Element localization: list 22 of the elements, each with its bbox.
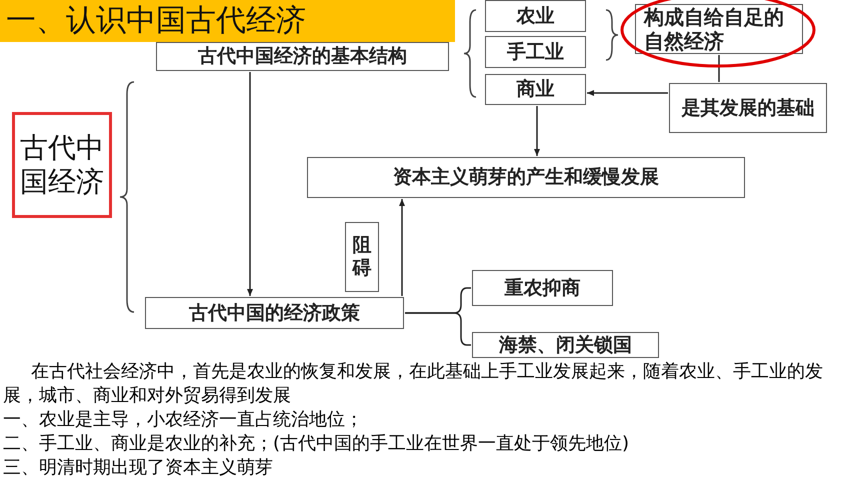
concept-box: 古代中国的经济政策 (145, 297, 404, 329)
title-banner: 一、认识中国古代经济 (0, 0, 455, 42)
concept-box: 构成自给自足的自然经济 (635, 4, 803, 54)
text-line: 在古代社会经济中，首先是农业的恢复和发展，在此基础上手工业发展起来，随着农业、手工业的发展，城市、商业和对外贸易得到发展 (3, 360, 824, 408)
concept-box: 阻碍 (345, 222, 379, 292)
arrow (534, 106, 540, 156)
arrow (587, 90, 668, 96)
concept-box: 农业 (485, 0, 586, 32)
text-line: 三、明清时期出现了资本主义萌芽 (3, 456, 273, 480)
concept-box: 古代中国经济的基本结构 (156, 42, 449, 71)
concept-box: 重农抑商 (472, 270, 613, 306)
text-line: 二、手工业、商业是农业的补充；(古代中国的手工业在世界一直处于领先地位) (3, 432, 630, 456)
concept-box: 商业 (485, 74, 586, 105)
concept-box: 海禁、闭关锁国 (472, 332, 659, 358)
text-line: 一、农业是主导，小农经济一直占统治地位； (3, 408, 363, 432)
concept-box: 是其发展的基础 (669, 83, 827, 133)
concept-box: 古代中国经济 (12, 112, 112, 218)
arrow (247, 72, 253, 296)
arrow (399, 199, 405, 296)
concept-box: 资本主义萌芽的产生和缓慢发展 (307, 157, 745, 198)
concept-box: 手工业 (485, 36, 586, 68)
connector-line (718, 55, 720, 82)
